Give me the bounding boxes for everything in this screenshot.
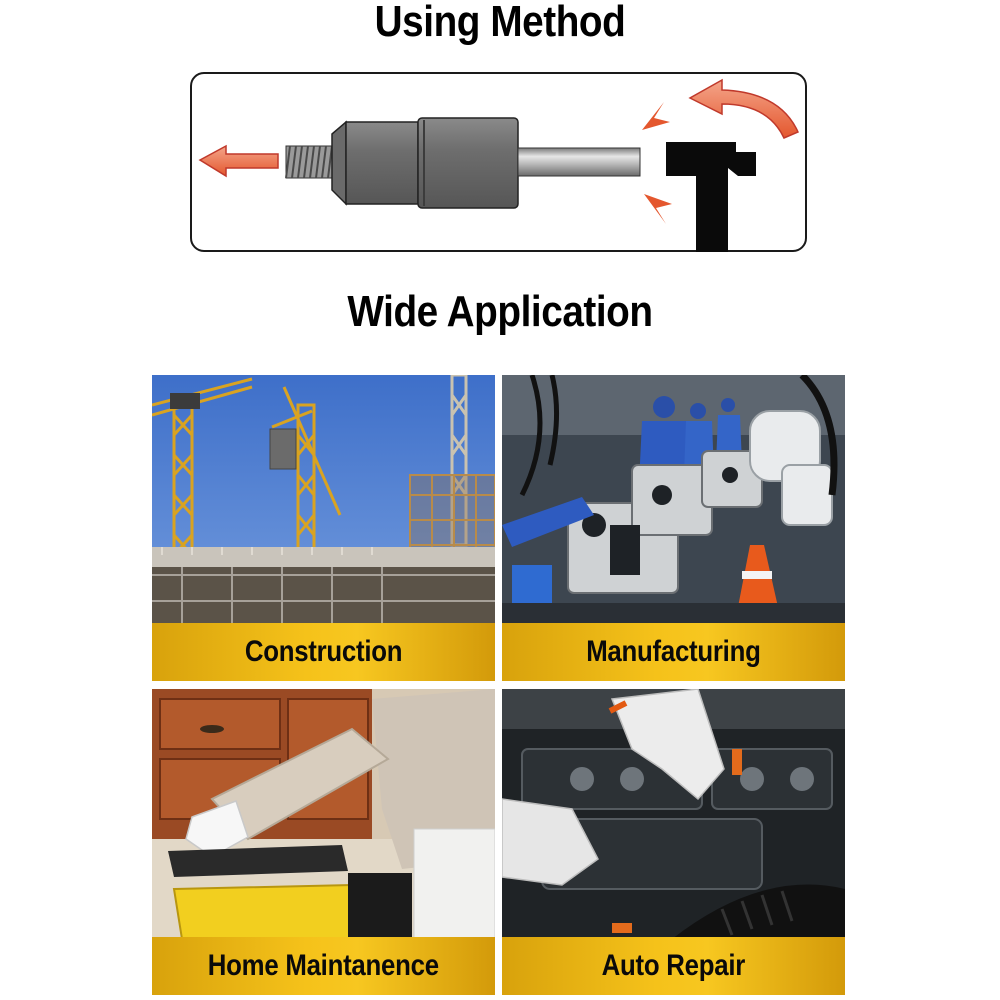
tile-label-banner: Manufacturing <box>502 623 845 681</box>
swing-arrow-icon <box>688 78 799 139</box>
tile-label-banner: Home Maintanence <box>152 937 495 995</box>
application-tile-construction: Construction <box>152 375 495 681</box>
hammer-icon <box>666 142 756 252</box>
home-maintenance-photo <box>152 689 495 995</box>
wide-application-title: Wide Application <box>347 287 653 336</box>
drive-rod-icon <box>517 147 641 177</box>
using-method-title: Using Method <box>374 0 626 46</box>
application-tile-home-maintenance: Home Maintanence <box>152 689 495 995</box>
screw-thread-icon <box>285 145 337 179</box>
tile-label-banner: Construction <box>152 623 495 681</box>
application-tile-manufacturing: Manufacturing <box>502 375 845 681</box>
using-method-diagram <box>198 78 799 252</box>
tile-label-home-maintanence: Home Maintanence <box>207 949 439 982</box>
tile-label-manufacturing: Manufacturing <box>586 635 761 668</box>
tile-label-auto-repair: Auto Repair <box>601 949 746 982</box>
impact-arrow-icon <box>642 102 672 224</box>
tile-label-construction: Construction <box>244 635 403 668</box>
application-tile-auto-repair: Auto Repair <box>502 689 845 995</box>
socket-bit-icon <box>331 117 519 209</box>
left-arrow-icon <box>198 144 279 178</box>
tile-label-banner: Auto Repair <box>502 937 845 995</box>
